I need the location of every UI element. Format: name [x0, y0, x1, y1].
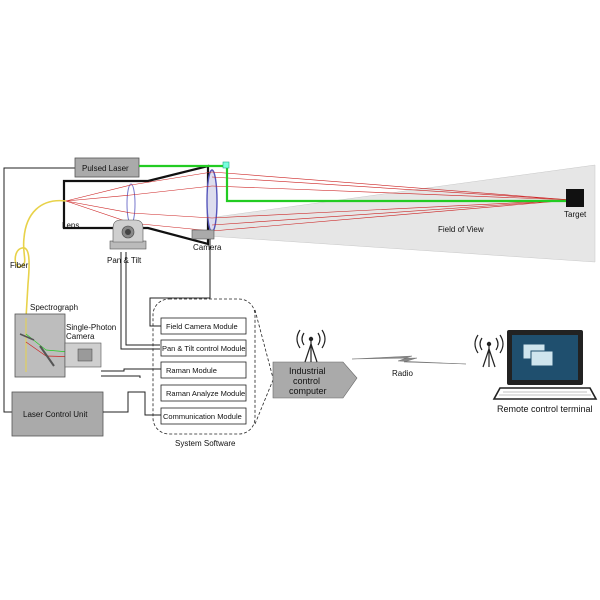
- pulsed-laser-box: [74, 157, 140, 178]
- industrial-label-2: control: [293, 376, 320, 386]
- pulsed-laser-label: Pulsed Laser: [82, 164, 129, 173]
- telescope-front-lens: [206, 169, 218, 233]
- fiber-cable: [14, 199, 67, 319]
- left-frame-wire: [3, 167, 75, 413]
- module-box: [160, 339, 247, 357]
- lens-label: Lens: [62, 221, 79, 230]
- telescope-body: [62, 164, 210, 246]
- radio-link-icon: [351, 355, 467, 365]
- remote-terminal-label: Remote control terminal: [497, 404, 593, 414]
- remote-terminal-laptop-icon: [492, 330, 598, 400]
- module-label: Pan & Tilt control Module: [162, 344, 245, 353]
- beam-mirror: [222, 161, 230, 169]
- remote-antenna-icon: [474, 334, 504, 368]
- radio-label: Radio: [392, 369, 413, 378]
- module-box: [160, 317, 247, 335]
- system-software-container: [152, 298, 256, 435]
- single-photon-camera-lens: [77, 348, 93, 362]
- target-label: Target: [564, 210, 587, 219]
- module-label: Communication Module: [163, 412, 242, 421]
- long-rays: [211, 171, 573, 232]
- single-photon-label-1: Single-Photon: [66, 323, 116, 332]
- field-camera-box: [191, 229, 215, 240]
- module-box: [160, 384, 247, 402]
- fiber-label: Fiber: [10, 261, 29, 270]
- module-list: Field Camera Module Pan & Tilt control M…: [160, 317, 247, 425]
- module-box: [160, 361, 247, 379]
- pan-tilt-unit: [109, 219, 147, 250]
- industrial-label-1: Industrial: [289, 366, 326, 376]
- laser-control-unit-box: [11, 391, 104, 437]
- computer-antenna-icon: [296, 329, 326, 363]
- module-wires: [101, 239, 211, 416]
- industrial-computer-box: [272, 361, 358, 399]
- pan-tilt-label: Pan & Tilt: [107, 256, 142, 265]
- module-label: Raman Module: [166, 366, 217, 375]
- camera-label: Camera: [193, 243, 222, 252]
- field-of-view-label: Field of View: [438, 225, 484, 234]
- industrial-label-3: computer: [289, 386, 327, 396]
- spectrograph-optics: [19, 318, 81, 372]
- module-box: [160, 407, 247, 425]
- single-photon-label-2: Camera: [66, 332, 95, 341]
- laser-beam: [139, 164, 572, 203]
- spectrograph-label: Spectrograph: [30, 303, 78, 312]
- software-to-computer-wedge: [254, 309, 274, 425]
- system-software-label: System Software: [175, 439, 236, 448]
- target-box: [566, 189, 584, 207]
- laser-control-unit-label: Laser Control Unit: [23, 410, 88, 419]
- module-label: Raman Analyze Module: [166, 389, 245, 398]
- module-label: Field Camera Module: [166, 322, 238, 331]
- field-of-view-cone: [207, 164, 596, 263]
- telescope-rays: [65, 171, 213, 232]
